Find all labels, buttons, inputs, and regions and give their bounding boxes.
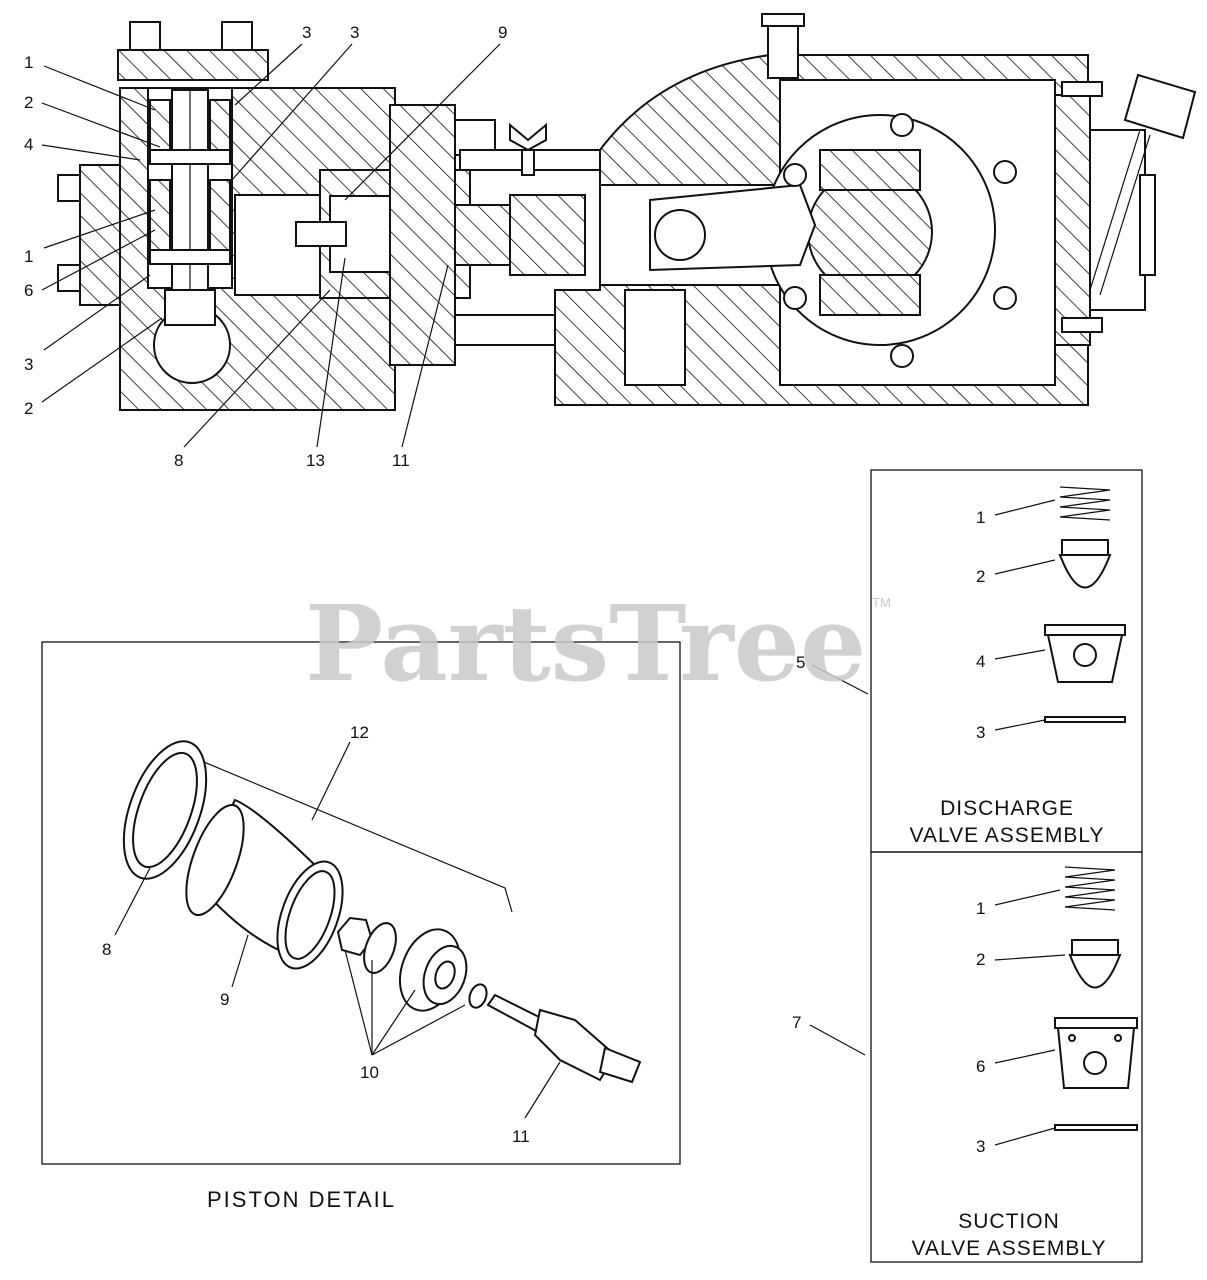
suction-part-label: 2 xyxy=(976,950,985,969)
watermark-text: PartsTree xyxy=(305,582,866,705)
suction-valve-panel: 1 2 6 3 7 SUCTION VALVE ASSEMBLY xyxy=(792,851,1143,1263)
section-label: 3 xyxy=(302,23,311,42)
suction-caption-line1: SUCTION xyxy=(958,1210,1060,1233)
section-label: 4 xyxy=(24,135,33,154)
suction-valve-frame xyxy=(870,851,1143,1263)
piston-detail-frame xyxy=(41,641,681,1165)
section-label: 2 xyxy=(24,93,33,112)
section-labels: 1 2 4 1 6 3 2 3 3 9 8 13 11 xyxy=(24,23,507,470)
discharge-callout: 5 xyxy=(796,653,805,672)
discharge-part-label: 2 xyxy=(976,567,985,586)
partstree-watermark: PartsTree TM xyxy=(305,582,891,705)
section-label: 11 xyxy=(392,451,410,470)
suction-caption-line2: VALVE ASSEMBLY xyxy=(912,1237,1107,1260)
section-label: 8 xyxy=(174,451,183,470)
discharge-part-label: 4 xyxy=(976,652,985,671)
section-leaders xyxy=(41,43,501,448)
discharge-valve-panel: 1 2 4 3 5 DISCHARGE VALVE ASSEMBLY xyxy=(796,469,1143,853)
section-label: 2 xyxy=(24,399,33,418)
discharge-caption-line2: VALVE ASSEMBLY xyxy=(910,824,1105,847)
piston-label: 11 xyxy=(512,1127,530,1146)
section-label: 9 xyxy=(498,23,507,42)
discharge-part-label: 1 xyxy=(976,508,985,527)
section-label: 1 xyxy=(24,247,33,266)
piston-detail-panel: 12 8 9 10 11 xyxy=(41,641,681,1165)
piston-label: 12 xyxy=(350,723,369,742)
section-label: 1 xyxy=(24,53,33,72)
section-label: 3 xyxy=(24,355,33,374)
section-label: 3 xyxy=(350,23,359,42)
discharge-part-label: 3 xyxy=(976,723,985,742)
piston-detail-caption: PISTON DETAIL xyxy=(207,1187,396,1212)
watermark-tm: TM xyxy=(872,595,891,610)
suction-part-label: 1 xyxy=(976,899,985,918)
piston-label: 8 xyxy=(102,940,111,959)
suction-part-label: 3 xyxy=(976,1137,985,1156)
section-label: 13 xyxy=(306,451,325,470)
piston-label: 10 xyxy=(360,1063,379,1082)
pump-cross-section xyxy=(57,13,1197,411)
piston-label: 9 xyxy=(220,990,229,1009)
suction-callout: 7 xyxy=(792,1013,801,1032)
suction-part-label: 6 xyxy=(976,1057,985,1076)
discharge-caption-line1: DISCHARGE xyxy=(940,797,1074,820)
section-label: 6 xyxy=(24,281,33,300)
